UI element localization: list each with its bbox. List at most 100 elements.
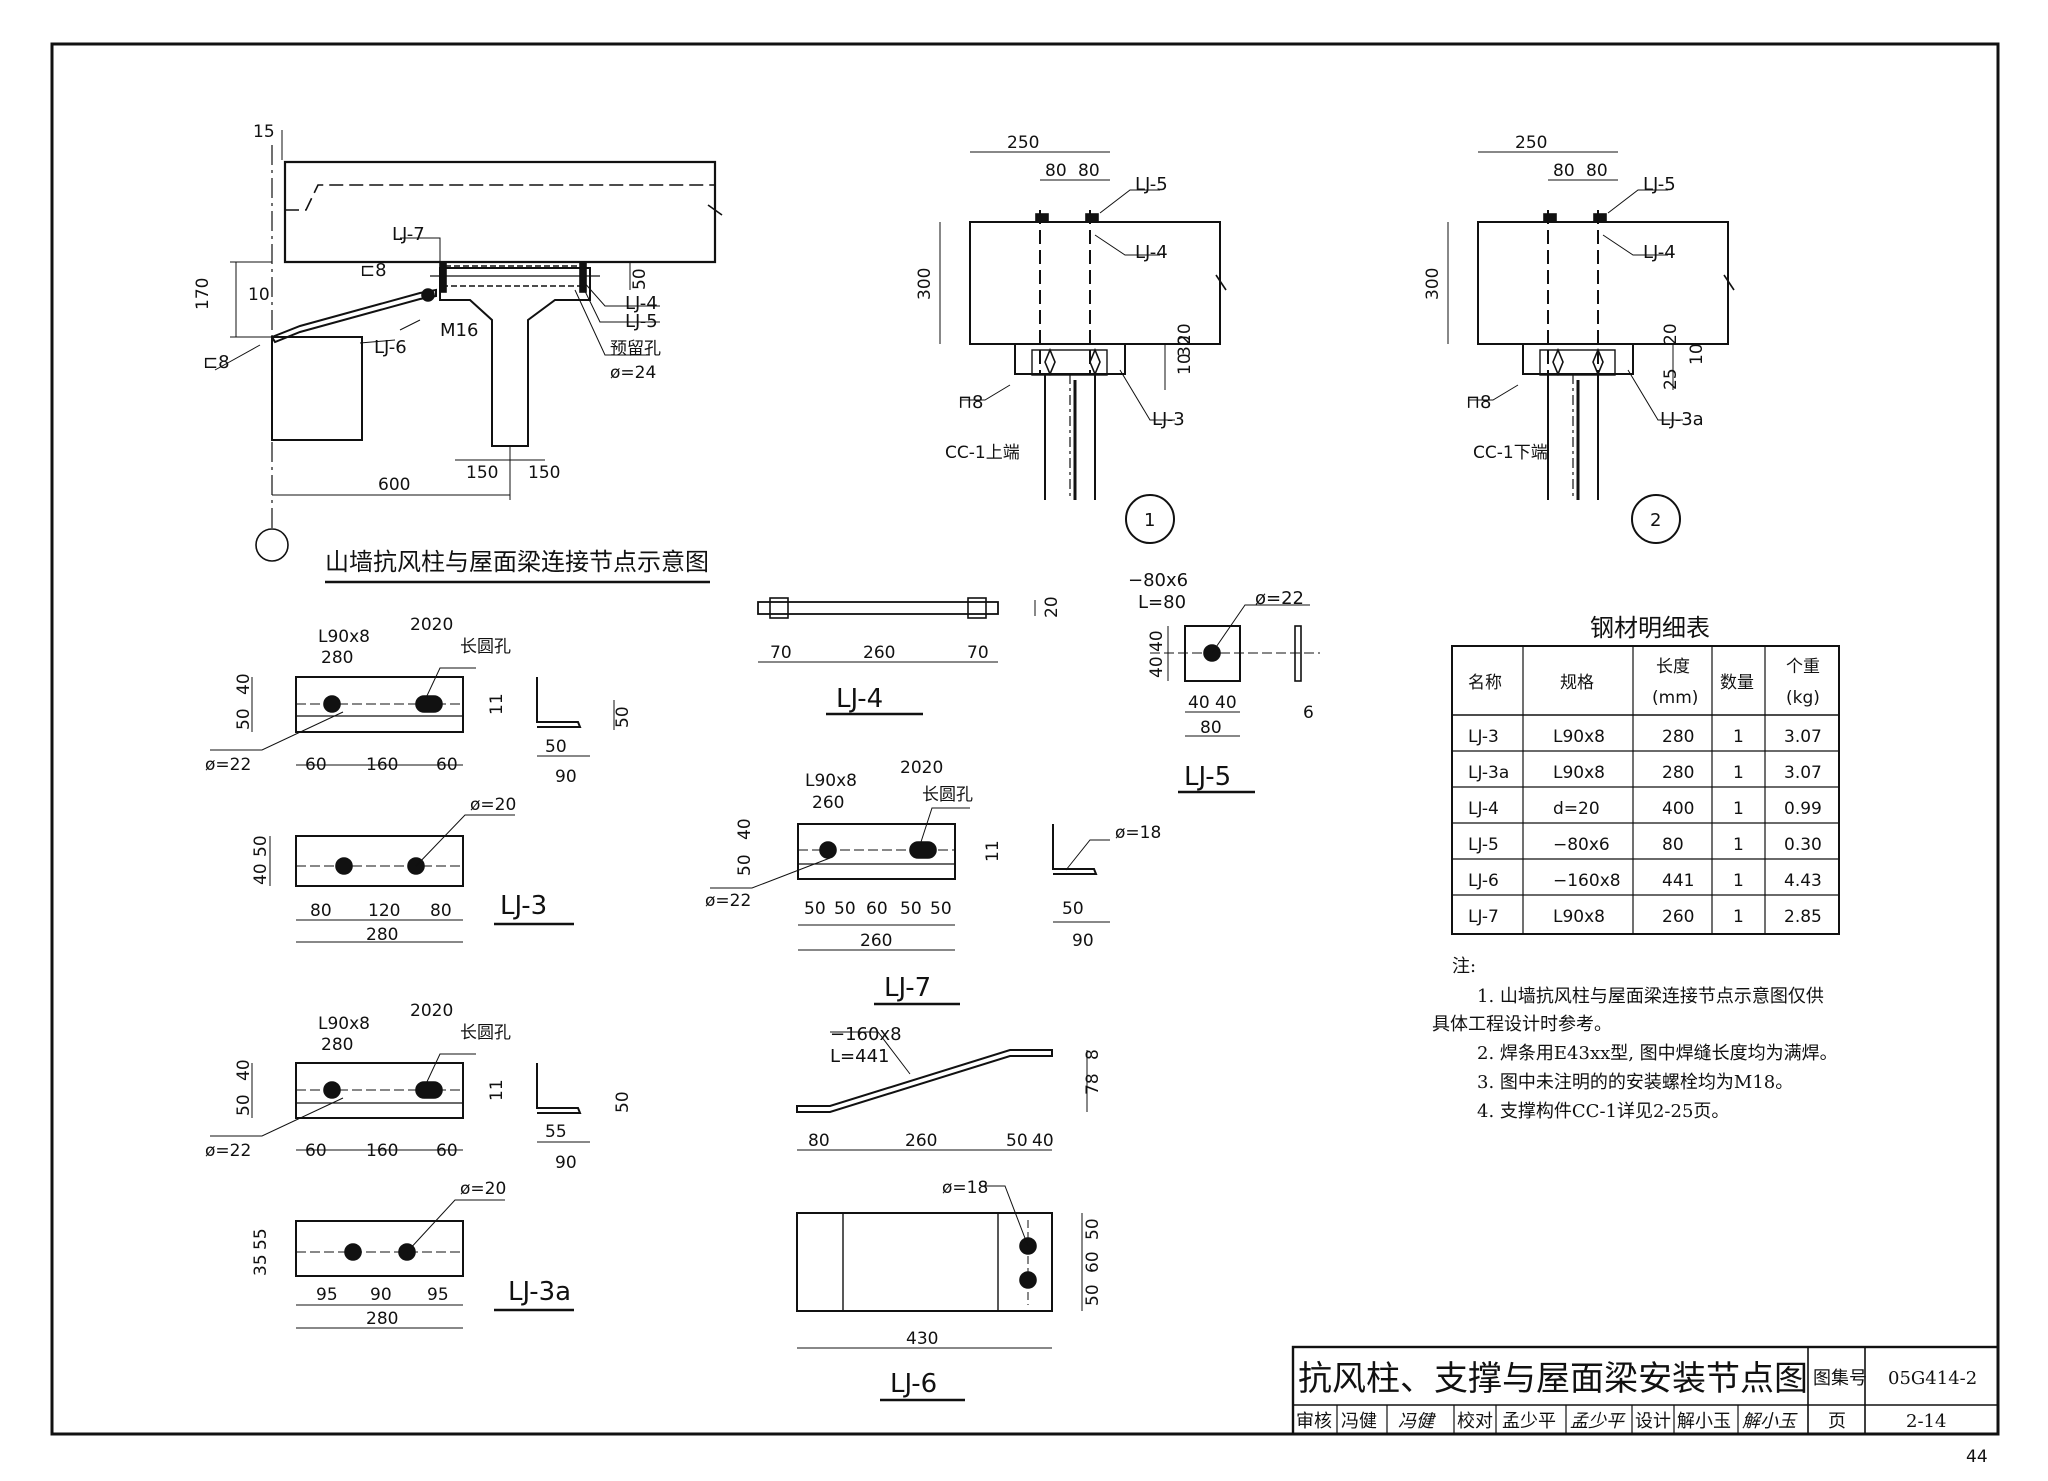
sheet-frame (50, 42, 2000, 1436)
table-cell-qty: 1 (1733, 799, 1744, 819)
lj3a-dim-55: 55 (251, 1228, 271, 1250)
label-lj5: LJ-5 (625, 311, 658, 332)
label-lj7: LJ-7 (392, 224, 425, 245)
n1-dim-80b: 80 (1078, 161, 1100, 181)
lj4-dim-20: 20 (1042, 596, 1062, 618)
note-line-2: 2. 焊条用E43xx型, 图中焊缝长度均为满焊。 (1477, 1043, 1838, 1064)
table-cell-spec: L90x8 (1553, 727, 1605, 747)
n2-dim-250: 250 (1515, 133, 1547, 153)
lj7-title: LJ-7 (884, 973, 931, 1003)
title-block-check-label: 校对 (1457, 1411, 1493, 1432)
label-hole-diameter: ø=24 (610, 363, 656, 383)
lj6-section: −160x8 (830, 1024, 902, 1045)
lj6-dim-50a: 50 (1083, 1218, 1103, 1240)
label-reserved-hole: 预留孔 (610, 339, 661, 359)
lj3a-dim-50: 50 (234, 1094, 254, 1116)
title-block-page-no: 2-14 (1906, 1411, 1946, 1432)
lj3-dim-80b: 80 (430, 901, 452, 921)
lj3-dim-160: 160 (366, 755, 398, 775)
table-cell-weight: 2.85 (1784, 907, 1822, 927)
lj6-dim-8: 8 (1083, 1049, 1103, 1060)
table-cell-name: LJ-5 (1468, 835, 1499, 855)
lj6-dim-50b: 50 (1083, 1284, 1103, 1306)
n2-dim-80b: 80 (1586, 161, 1608, 181)
lj7-dim-50c: 50 (900, 899, 922, 919)
table-header-spec: 规格 (1560, 673, 1594, 693)
table-cell-qty: 1 (1733, 871, 1744, 891)
title-block-atlas-label: 图集号 (1813, 1368, 1867, 1389)
lj3a-dim-60b: 60 (436, 1141, 458, 1161)
lj6-phi18: ø=18 (942, 1178, 988, 1198)
table-cell-spec: −160x8 (1553, 871, 1621, 891)
table-cell-weight: 3.07 (1784, 727, 1822, 747)
lj3a-side-55: 55 (545, 1122, 567, 1142)
lj7-dim-260: 260 (860, 931, 892, 951)
table-cell-spec: L90x8 (1553, 763, 1605, 783)
n2-dim-20: 20 (1661, 323, 1681, 345)
lj5-dim-80: 80 (1200, 718, 1222, 738)
label-weld-l8-a: ⊏8 (360, 260, 387, 281)
n2-dim-80a: 80 (1553, 161, 1575, 181)
lj7-dim-2020: 2020 (900, 758, 943, 778)
lj4-title: LJ-4 (836, 684, 883, 714)
lj3a-dim-280: 280 (366, 1309, 398, 1329)
title-block-reviewer-signature: 冯健 (1398, 1411, 1437, 1432)
lj3a-phi20: ø=20 (460, 1179, 506, 1199)
title-block-title: 抗风柱、支撑与屋面梁安装节点图 (1298, 1359, 1808, 1399)
lj3-section: L90x8 (318, 627, 370, 647)
title-block-checker-signature: 孟少平 (1570, 1411, 1626, 1432)
n2-dim-10: 10 (1687, 343, 1707, 365)
lj3a-dim-90: 90 (370, 1285, 392, 1305)
table-cell-spec: d=20 (1553, 799, 1600, 819)
table-cell-length: 280 (1662, 727, 1694, 747)
lj7-detail (710, 807, 1110, 1006)
table-cell-spec: L90x8 (1553, 907, 1605, 927)
dim-15: 15 (253, 122, 275, 142)
lj3a-dim-95b: 95 (427, 1285, 449, 1305)
main-detail-title: 山墙抗风柱与屋面梁连接节点示意图 (325, 548, 709, 576)
n2-label-cc1: CC-1下端 (1473, 443, 1548, 463)
table-cell-length: 260 (1662, 907, 1694, 927)
lj6-dim-80: 80 (808, 1131, 830, 1151)
dim-150-right: 150 (528, 463, 560, 483)
lj3-length: 280 (321, 648, 353, 668)
lj4-dim-70a: 70 (770, 643, 792, 663)
n1-label-lj3: LJ-3 (1152, 409, 1185, 430)
lj3a-dim-40: 40 (234, 1059, 254, 1081)
title-block-designer: 解小玉 (1677, 1411, 1731, 1432)
note-line-4: 4. 支撑构件CC-1详见2-25页。 (1477, 1101, 1729, 1122)
lj5-detail (1150, 604, 1320, 794)
lj3a-detail (210, 1053, 590, 1329)
lj3a-dim-35: 35 (251, 1254, 271, 1276)
lj6-dim-50: 50 (1006, 1131, 1028, 1151)
table-cell-length: 400 (1662, 799, 1694, 819)
lj6-dim-60: 60 (1083, 1251, 1103, 1273)
lj6-detail (796, 1031, 1088, 1402)
lj3-dim-50b: 50 (251, 835, 271, 857)
table-header-qty: 数量 (1720, 673, 1754, 693)
table-header-length-unit: (mm) (1652, 688, 1698, 708)
n2-dim-300: 300 (1423, 268, 1443, 300)
title-block-page-label: 页 (1828, 1411, 1846, 1432)
note-line-1: 1. 山墙抗风柱与屋面梁连接节点示意图仅供 (1477, 986, 1824, 1007)
label-weld-l8-b: ⊏8 (203, 352, 230, 373)
lj6-dim-40: 40 (1032, 1131, 1054, 1151)
n1-dim-10: 10 (1175, 353, 1195, 375)
n2-label-lj5: LJ-5 (1643, 174, 1676, 195)
n2-dim-25: 25 (1661, 368, 1681, 390)
dim-10: 10 (248, 285, 270, 305)
title-block-checker: 孟少平 (1502, 1411, 1556, 1432)
n1-label-weld: ⊓8 (958, 392, 984, 413)
lj3a-title: LJ-3a (508, 1277, 571, 1307)
lj3-dim-60a: 60 (305, 755, 327, 775)
n1-dim-250: 250 (1007, 133, 1039, 153)
lj3a-dim-60a: 60 (305, 1141, 327, 1161)
main-detail (214, 130, 723, 562)
dim-600: 600 (378, 475, 410, 495)
lj3a-length: 280 (321, 1035, 353, 1055)
lj7-phi18: ø=18 (1115, 823, 1161, 843)
title-block-designer-signature: 解小玉 (1742, 1411, 1798, 1432)
lj4-dim-260: 260 (863, 643, 895, 663)
lj5-length: L=80 (1138, 592, 1186, 613)
dim-170: 170 (193, 278, 213, 310)
